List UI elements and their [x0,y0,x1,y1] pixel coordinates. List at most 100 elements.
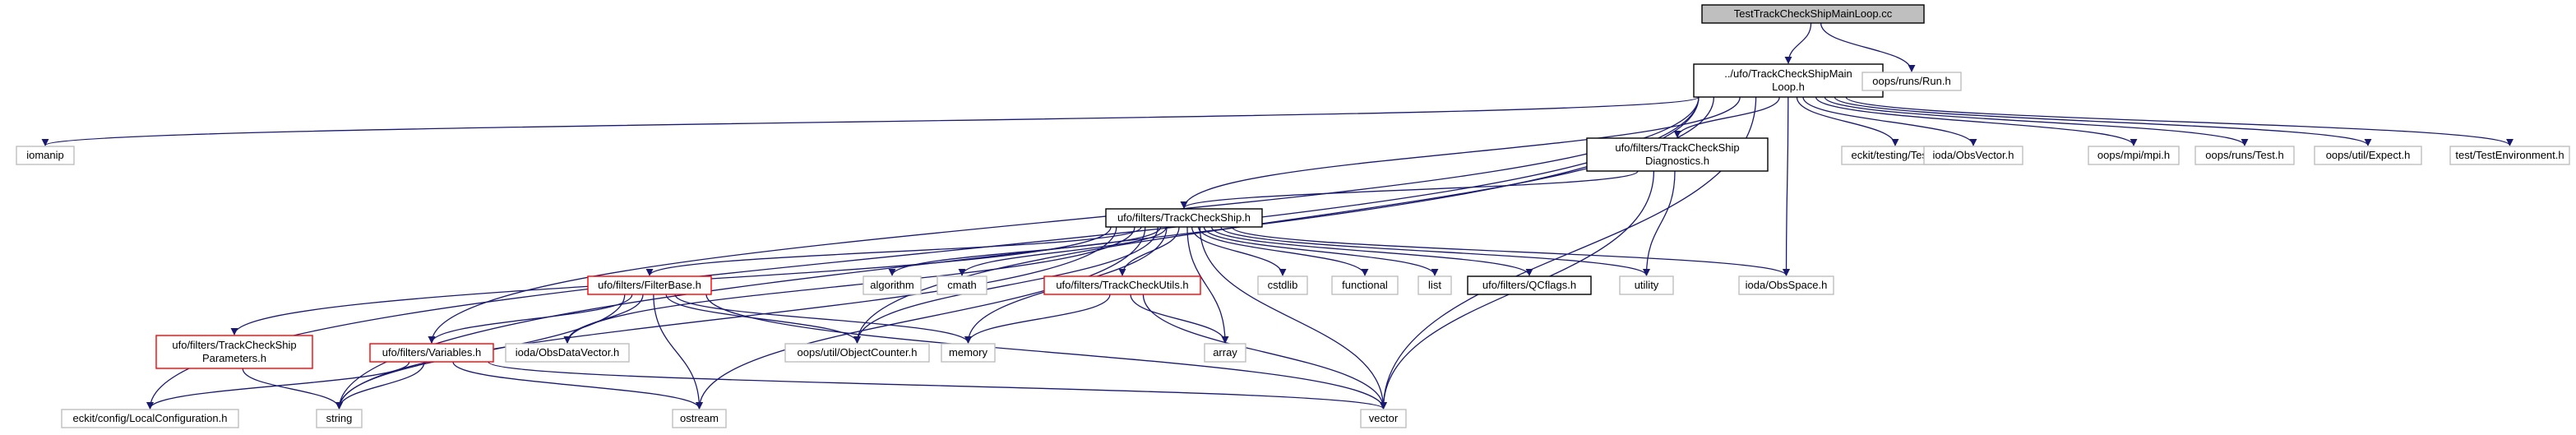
node-box [784,343,930,363]
node-mpi[interactable]: oops/mpi/mpi.h [2088,146,2180,165]
edge-mainloop-to-objectcounter [853,96,1715,344]
node-variables[interactable]: ufo/filters/Variables.h [369,343,494,363]
node-label: ufo/filters/TrackCheckUtils.h [1056,279,1188,291]
node-label: ioda/ObsVector.h [1932,149,2014,161]
node-algorithm[interactable]: algorithm [863,275,922,295]
node-box [1586,137,1769,172]
node-label: memory [949,346,987,359]
node-layer: TestTrackCheckShipMainLoop.cc ../ufo/Trac… [16,4,2570,428]
edge-mainloop-to-eckit_test [1796,96,1899,146]
node-box [1331,275,1399,295]
edge-utils-to-memory [964,294,1111,344]
node-eckit_test[interactable]: eckit/testing/Test.h [1841,146,1949,165]
node-box [863,275,922,295]
node-box [587,275,712,295]
node-ostream[interactable]: ostream [672,409,727,428]
edge-params-to-string [242,368,344,410]
node-testenv[interactable]: test/TestEnvironment.h [2449,146,2570,165]
node-obsdatavector[interactable]: ioda/ObsDataVector.h [505,343,630,363]
node-box [61,409,239,428]
node-box [937,275,987,295]
node-expect[interactable]: oops/util/Expect.h [2314,146,2422,165]
edge-filterbase-to-ostream [653,294,704,410]
node-box [1701,4,1925,24]
node-cstdlib[interactable]: cstdlib [1257,275,1308,295]
edge-variables-to-ostream [452,361,703,410]
edge-filterbase-to-vector [705,294,1387,410]
edge-trackcheck-to-utils [1118,226,1180,276]
node-label: oops/runs/Run.h [1872,75,1950,87]
node-label: eckit/testing/Test.h [1852,149,1940,161]
edge-mainloop-to-variables [428,96,1700,344]
edge-trackcheck-to-array [1186,226,1229,344]
edge-trackcheck-to-objectcounter [853,226,1159,344]
node-memory[interactable]: memory [941,343,996,363]
node-box [672,409,727,428]
node-box [1467,275,1592,295]
node-label: cstdlib [1268,279,1298,291]
edge-utils-to-vector [1142,294,1388,410]
node-label: oops/mpi/mpi.h [2097,149,2170,161]
node-obsvector[interactable]: ioda/ObsVector.h [1923,146,2023,165]
node-qcflags[interactable]: ufo/filters/QCflags.h [1467,275,1592,295]
node-trackcheck[interactable]: ufo/filters/TrackCheckShip.h [1105,208,1263,228]
node-label: ../ufo/TrackCheckShipMain [1724,67,1852,80]
node-string[interactable]: string [316,409,363,428]
node-box [1738,275,1834,295]
node-label: Diagnostics.h [1645,155,1709,167]
node-box [1257,275,1308,295]
node-box [1861,72,1962,91]
edge-trackcheck-to-obsspace [1231,226,1790,276]
node-label: test/TestEnvironment.h [2455,149,2564,161]
node-box [1360,409,1407,428]
edge-filterbase-to-memory [674,294,972,344]
edge-trackcheck-to-filterbase [645,226,1142,276]
node-oops_test[interactable]: oops/runs/Test.h [2194,146,2295,165]
node-box [941,343,996,363]
node-localconfig[interactable]: eckit/config/LocalConfiguration.h [61,409,239,428]
node-label: functional [1342,279,1388,291]
node-label: ufo/filters/TrackCheckShip [172,339,296,351]
node-iomanip[interactable]: iomanip [16,146,75,165]
node-label: oops/runs/Test.h [2205,149,2283,161]
edge-filterbase-to-variables [428,294,633,344]
node-obsspace[interactable]: ioda/ObsSpace.h [1738,275,1834,295]
edge-mainloop-to-oops_test [1824,96,2249,146]
node-vector[interactable]: vector [1360,409,1407,428]
node-label: iomanip [26,149,64,161]
node-objectcounter[interactable]: oops/util/ObjectCounter.h [784,343,930,363]
edge-root-to-oops_run [1820,22,1916,72]
edge-diagnostics-to-trackcheck [1180,170,1639,209]
edge-trackcheck-to-qcflags [1210,226,1533,276]
node-utility[interactable]: utility [1619,275,1674,295]
edge-filterbase-to-obsdatavector [563,294,644,344]
edge-mainloop-to-trackcheck [1180,96,1741,209]
node-functional[interactable]: functional [1331,275,1399,295]
node-box [2449,146,2570,165]
node-filterbase[interactable]: ufo/filters/FilterBase.h [587,275,712,295]
node-box [2194,146,2295,165]
edge-mainloop-to-iomanip [42,96,1700,146]
node-oops_run[interactable]: oops/runs/Run.h [1861,72,1962,91]
edge-variables-to-string [335,361,425,410]
edge-trackcheck-to-cstdlib [1191,226,1287,276]
node-label: eckit/config/LocalConfiguration.h [73,412,228,424]
node-label: list [1428,279,1441,291]
node-label: ioda/ObsDataVector.h [516,346,619,359]
node-box [155,335,313,369]
edge-mainloop-to-testenv [1845,96,2514,146]
node-array[interactable]: array [1204,343,1246,363]
node-utils[interactable]: ufo/filters/TrackCheckUtils.h [1043,275,1201,295]
node-root[interactable]: TestTrackCheckShipMainLoop.cc [1701,4,1925,24]
edge-trackcheck-to-list [1203,226,1439,276]
node-label: TestTrackCheckShipMainLoop.cc [1734,7,1893,20]
node-box [1619,275,1674,295]
node-mainloop[interactable]: ../ufo/TrackCheckShipMainLoop.h [1693,63,1884,98]
node-cmath[interactable]: cmath [937,275,987,295]
node-list[interactable]: list [1417,275,1452,295]
edge-utils-to-array [1130,294,1229,344]
node-label: ufo/filters/QCflags.h [1482,279,1576,291]
